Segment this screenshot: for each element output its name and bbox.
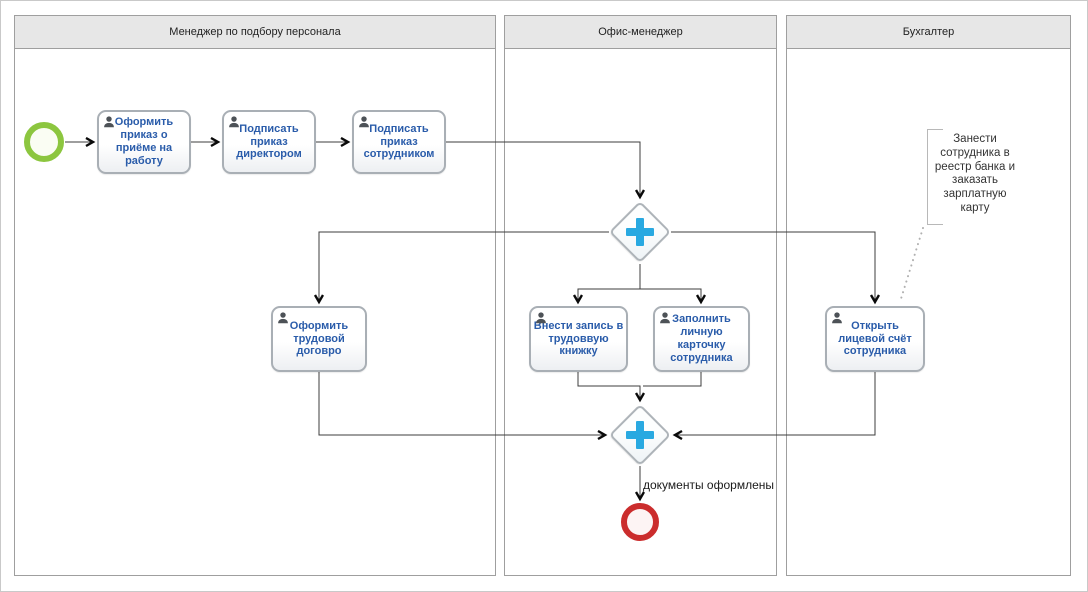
person-icon bbox=[536, 312, 546, 324]
lane-header: Бухгалтер bbox=[787, 16, 1070, 49]
lane-recruiting-manager: Менеджер по подбору персонала bbox=[14, 15, 496, 576]
lane-label: Бухгалтер bbox=[902, 26, 955, 38]
task-label: Подписать приказ директором bbox=[236, 122, 302, 161]
lane-accountant: Бухгалтер bbox=[786, 15, 1071, 576]
task-fill-personal-card[interactable]: Заполнить личную карточку сотрудника bbox=[653, 306, 750, 372]
person-icon bbox=[229, 116, 239, 128]
task-draft-employment-contract[interactable]: Оформить трудовой договро bbox=[271, 306, 367, 372]
lane-header: Офис-менеджер bbox=[505, 16, 776, 49]
lane-label: Офис-менеджер bbox=[598, 26, 683, 38]
task-label: Оформить приказ о приёме на работу bbox=[114, 116, 174, 167]
task-create-hire-order[interactable]: Оформить приказ о приёме на работу bbox=[97, 110, 191, 174]
start-event[interactable] bbox=[24, 122, 64, 162]
lane-label: Менеджер по подбору персонала bbox=[169, 26, 341, 38]
task-label: Внести запись в трудоввую книжку bbox=[533, 319, 624, 358]
task-label: Открыть лицевой счёт сотрудника bbox=[838, 319, 912, 358]
task-record-workbook[interactable]: Внести запись в трудоввую книжку bbox=[529, 306, 628, 372]
person-icon bbox=[660, 312, 670, 324]
task-label: Подписать приказ сотрудником bbox=[363, 122, 435, 161]
end-event[interactable] bbox=[621, 503, 659, 541]
flow-label-documents-ready: документы оформлены bbox=[643, 478, 775, 492]
annotation-text: Занести сотрудника в реестр банка и зака… bbox=[934, 133, 1016, 214]
lane-header: Менеджер по подбору персонала bbox=[15, 16, 495, 49]
plus-icon bbox=[609, 201, 671, 263]
plus-icon bbox=[609, 404, 671, 466]
person-icon bbox=[832, 312, 842, 324]
parallel-gateway-join[interactable] bbox=[608, 403, 672, 467]
person-icon bbox=[278, 312, 288, 324]
task-open-personal-account[interactable]: Открыть лицевой счёт сотрудника bbox=[825, 306, 925, 372]
text-annotation[interactable]: Занести сотрудника в реестр банка и зака… bbox=[927, 129, 1019, 225]
task-label: Заполнить личную карточку сотрудника bbox=[670, 313, 733, 364]
task-sign-order-employee[interactable]: Подписать приказ сотрудником bbox=[352, 110, 446, 174]
person-icon bbox=[104, 116, 114, 128]
task-label: Оформить трудовой договро bbox=[289, 319, 349, 358]
parallel-gateway-split[interactable] bbox=[608, 200, 672, 264]
task-sign-order-director[interactable]: Подписать приказ директором bbox=[222, 110, 316, 174]
person-icon bbox=[359, 116, 369, 128]
